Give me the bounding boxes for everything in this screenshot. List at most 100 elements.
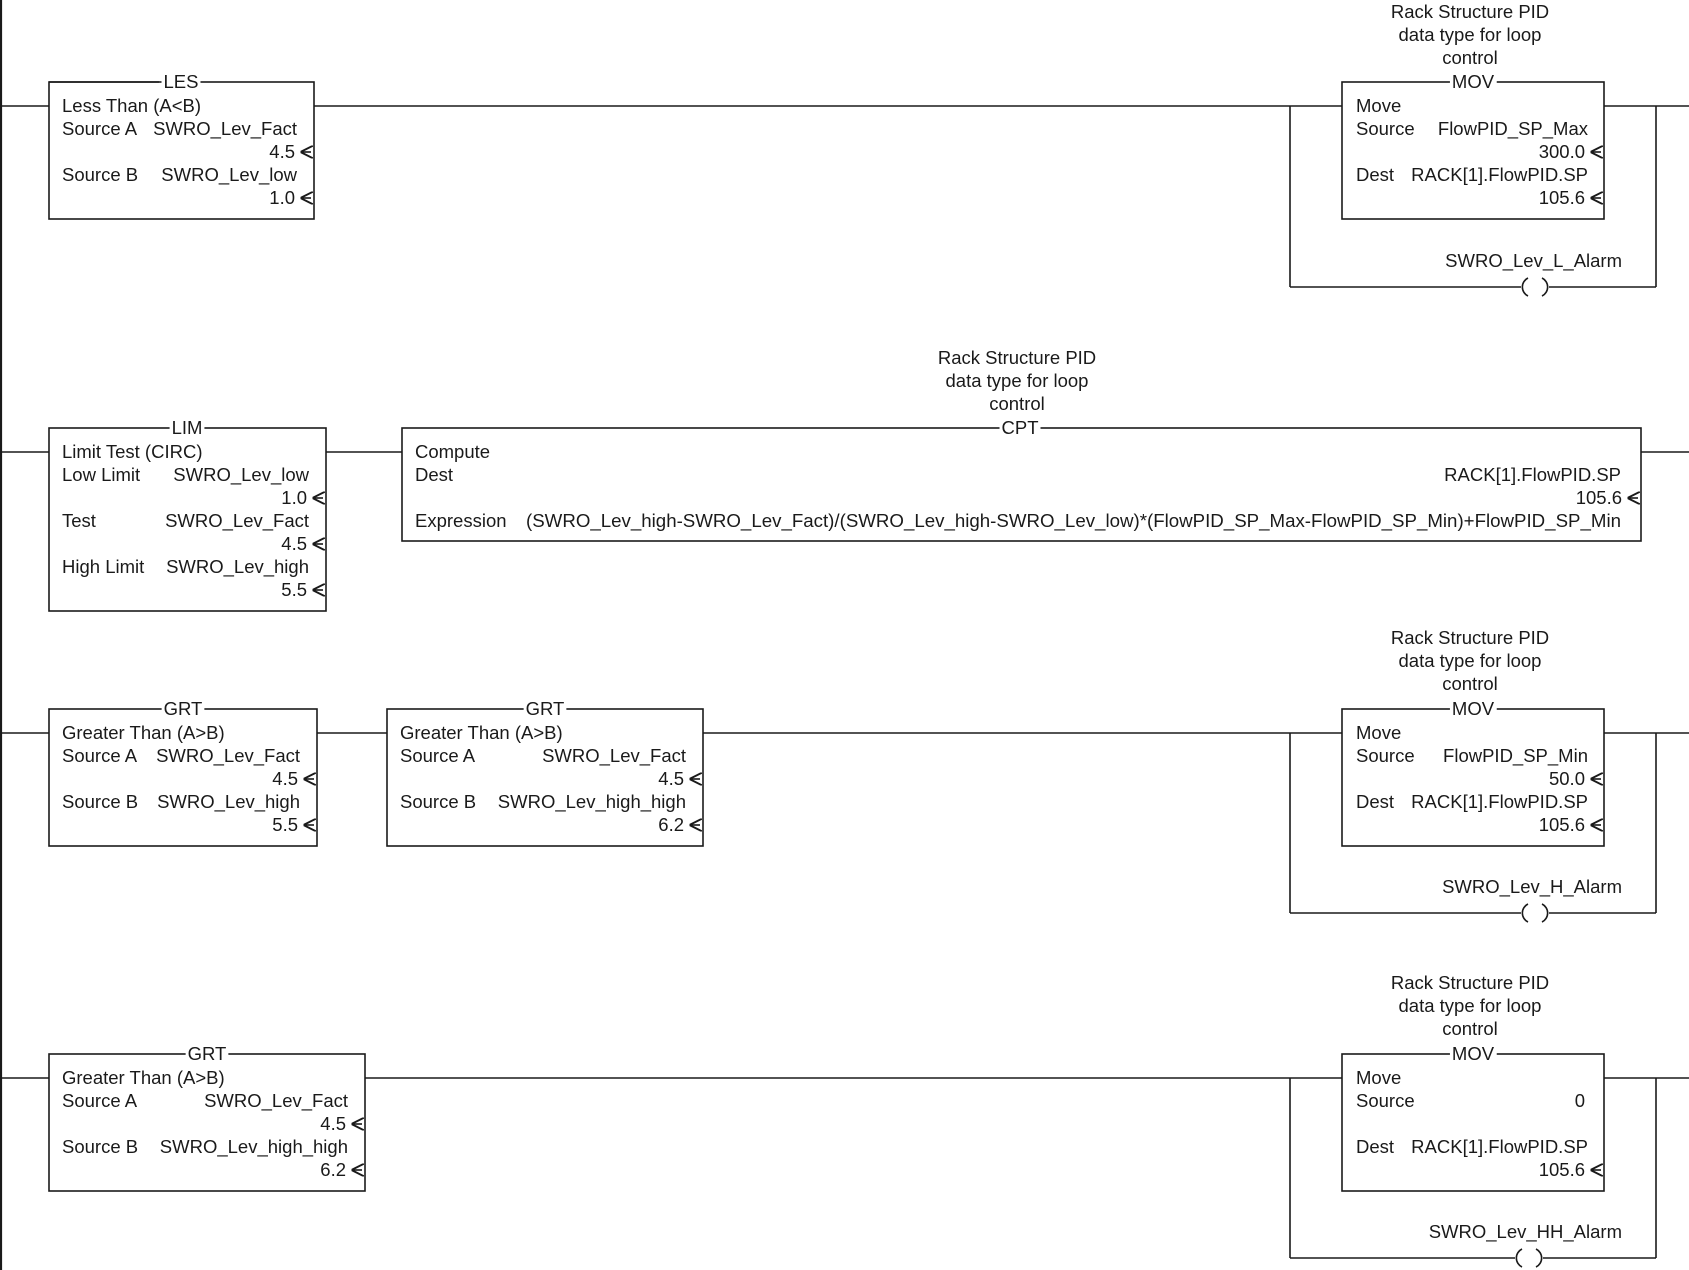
lim-instruction[interactable]: LIM Limit Test (CIRC) Low Limit SWRO_Lev… (48, 417, 327, 612)
cpt-expression: (SWRO_Lev_high-SWRO_Lev_Fact)/(SWRO_Lev_… (526, 510, 1621, 532)
mov-source-label: Source (1356, 1090, 1415, 1111)
rung-4: GRT Greater Than (A>B) Source A SWRO_Lev… (1, 972, 1689, 1268)
mov-instruction[interactable]: MOV Move Source 0 Dest RACK[1].FlowPID.S… (1341, 1043, 1605, 1192)
les-source-b-tag: SWRO_Lev_low (161, 164, 297, 186)
mov-dest-tag: RACK[1].FlowPID.SP (1411, 791, 1588, 812)
mov-source-tag: FlowPID_SP_Min (1443, 745, 1588, 767)
mov-dest-tag: RACK[1].FlowPID.SP (1411, 164, 1588, 185)
lim-high-tag: SWRO_Lev_high (166, 556, 309, 578)
les-source-a-value: 4.5 (269, 141, 295, 162)
les-title: Less Than (A<B) (62, 95, 201, 116)
mov-dest-value: 105.6 (1539, 814, 1585, 835)
svg-text:Rack Structure PID: Rack Structure PID (1391, 972, 1549, 993)
les-source-a-label: Source A (62, 118, 138, 139)
mov-mnemonic: MOV (1452, 698, 1495, 719)
grt-source-b-value: 6.2 (320, 1159, 346, 1180)
mov-source-tag: FlowPID_SP_Max (1438, 118, 1589, 140)
grt-source-a-value: 4.5 (658, 768, 684, 789)
cpt-mnemonic: CPT (1002, 417, 1039, 438)
mov-source-value: 0 (1575, 1090, 1585, 1111)
mov-comment: Rack Structure PID data type for loop co… (1391, 1, 1549, 68)
grt-source-a-label: Source A (62, 745, 138, 766)
les-mnemonic: LES (164, 71, 199, 92)
mov-dest-label: Dest (1356, 164, 1394, 185)
lim-test-value: 4.5 (281, 533, 307, 554)
svg-text:data type for loop: data type for loop (946, 370, 1089, 391)
svg-text:control: control (1442, 673, 1498, 694)
cpt-dest-label: Dest (415, 464, 453, 485)
mov-mnemonic: MOV (1452, 1043, 1495, 1064)
mov-source-value: 50.0 (1549, 768, 1585, 789)
mov-source-label: Source (1356, 118, 1415, 139)
output-coil[interactable]: SWRO_Lev_H_Alarm (1442, 876, 1622, 923)
mov-dest-label: Dest (1356, 1136, 1394, 1157)
les-instruction[interactable]: LES Less Than (A<B) Source A SWRO_Lev_Fa… (48, 71, 315, 220)
svg-text:Rack Structure PID: Rack Structure PID (938, 347, 1096, 368)
lim-title: Limit Test (CIRC) (62, 441, 202, 462)
grt-source-b-tag: SWRO_Lev_high (157, 791, 300, 813)
coil-tag: SWRO_Lev_L_Alarm (1445, 250, 1622, 272)
mov-instruction[interactable]: MOV Move Source FlowPID_SP_Min 50.0 Dest… (1341, 698, 1605, 847)
grt-source-a-tag: SWRO_Lev_Fact (542, 745, 686, 767)
mov-source-label: Source (1356, 745, 1415, 766)
les-source-b-label: Source B (62, 164, 138, 185)
grt-source-a-value: 4.5 (320, 1113, 346, 1134)
cpt-dest-tag: RACK[1].FlowPID.SP (1444, 464, 1621, 485)
grt-mnemonic: GRT (526, 698, 565, 719)
svg-text:Rack Structure PID: Rack Structure PID (1391, 627, 1549, 648)
grt-source-b-label: Source B (62, 791, 138, 812)
rung-2: LIM Limit Test (CIRC) Low Limit SWRO_Lev… (1, 347, 1689, 612)
mov-dest-value: 105.6 (1539, 1159, 1585, 1180)
grt-instruction-1[interactable]: GRT Greater Than (A>B) Source A SWRO_Lev… (48, 698, 318, 847)
rung-1: LES Less Than (A<B) Source A SWRO_Lev_Fa… (1, 1, 1689, 297)
mov-title: Move (1356, 1067, 1401, 1088)
svg-text:data type for loop: data type for loop (1399, 650, 1542, 671)
output-coil[interactable]: SWRO_Lev_L_Alarm (1445, 250, 1622, 297)
grt-instruction[interactable]: GRT Greater Than (A>B) Source A SWRO_Lev… (48, 1043, 366, 1192)
mov-title: Move (1356, 722, 1401, 743)
cpt-comment: Rack Structure PID data type for loop co… (938, 347, 1096, 414)
output-coil[interactable]: SWRO_Lev_HH_Alarm (1429, 1221, 1622, 1268)
grt-title: Greater Than (A>B) (62, 722, 225, 743)
les-source-a-tag: SWRO_Lev_Fact (153, 118, 297, 140)
rung-3: GRT Greater Than (A>B) Source A SWRO_Lev… (1, 627, 1689, 923)
mov-mnemonic: MOV (1452, 71, 1495, 92)
svg-text:data type for loop: data type for loop (1399, 24, 1542, 45)
grt-source-a-tag: SWRO_Lev_Fact (156, 745, 300, 767)
svg-text:control: control (989, 393, 1045, 414)
grt-source-b-value: 5.5 (272, 814, 298, 835)
grt-source-a-tag: SWRO_Lev_Fact (204, 1090, 348, 1112)
lim-high-value: 5.5 (281, 579, 307, 600)
svg-text:control: control (1442, 1018, 1498, 1039)
les-source-b-value: 1.0 (269, 187, 295, 208)
grt-title: Greater Than (A>B) (62, 1067, 225, 1088)
cpt-expression-label: Expression (415, 510, 507, 531)
grt-mnemonic: GRT (164, 698, 203, 719)
mov-dest-tag: RACK[1].FlowPID.SP (1411, 1136, 1588, 1157)
mov-instruction[interactable]: MOV Move Source FlowPID_SP_Max 300.0 Des… (1341, 71, 1605, 220)
grt-instruction-2[interactable]: GRT Greater Than (A>B) Source A SWRO_Lev… (386, 698, 704, 847)
mov-dest-label: Dest (1356, 791, 1394, 812)
lim-mnemonic: LIM (172, 417, 203, 438)
svg-text:data type for loop: data type for loop (1399, 995, 1542, 1016)
grt-mnemonic: GRT (188, 1043, 227, 1064)
mov-title: Move (1356, 95, 1401, 116)
mov-comment: Rack Structure PID data type for loop co… (1391, 627, 1549, 694)
lim-low-tag: SWRO_Lev_low (173, 464, 309, 486)
coil-tag: SWRO_Lev_H_Alarm (1442, 876, 1622, 898)
grt-source-b-value: 6.2 (658, 814, 684, 835)
cpt-instruction[interactable]: CPT Compute Dest RACK[1].FlowPID.SP 105.… (401, 417, 1642, 542)
mov-source-value: 300.0 (1539, 141, 1585, 162)
cpt-title: Compute (415, 441, 490, 462)
mov-comment: Rack Structure PID data type for loop co… (1391, 972, 1549, 1039)
svg-text:control: control (1442, 47, 1498, 68)
lim-test-label: Test (62, 510, 96, 531)
grt-title: Greater Than (A>B) (400, 722, 563, 743)
grt-source-b-tag: SWRO_Lev_high_high (160, 1136, 348, 1158)
coil-tag: SWRO_Lev_HH_Alarm (1429, 1221, 1622, 1243)
grt-source-b-label: Source B (62, 1136, 138, 1157)
lim-test-tag: SWRO_Lev_Fact (165, 510, 309, 532)
mov-dest-value: 105.6 (1539, 187, 1585, 208)
grt-source-b-label: Source B (400, 791, 476, 812)
